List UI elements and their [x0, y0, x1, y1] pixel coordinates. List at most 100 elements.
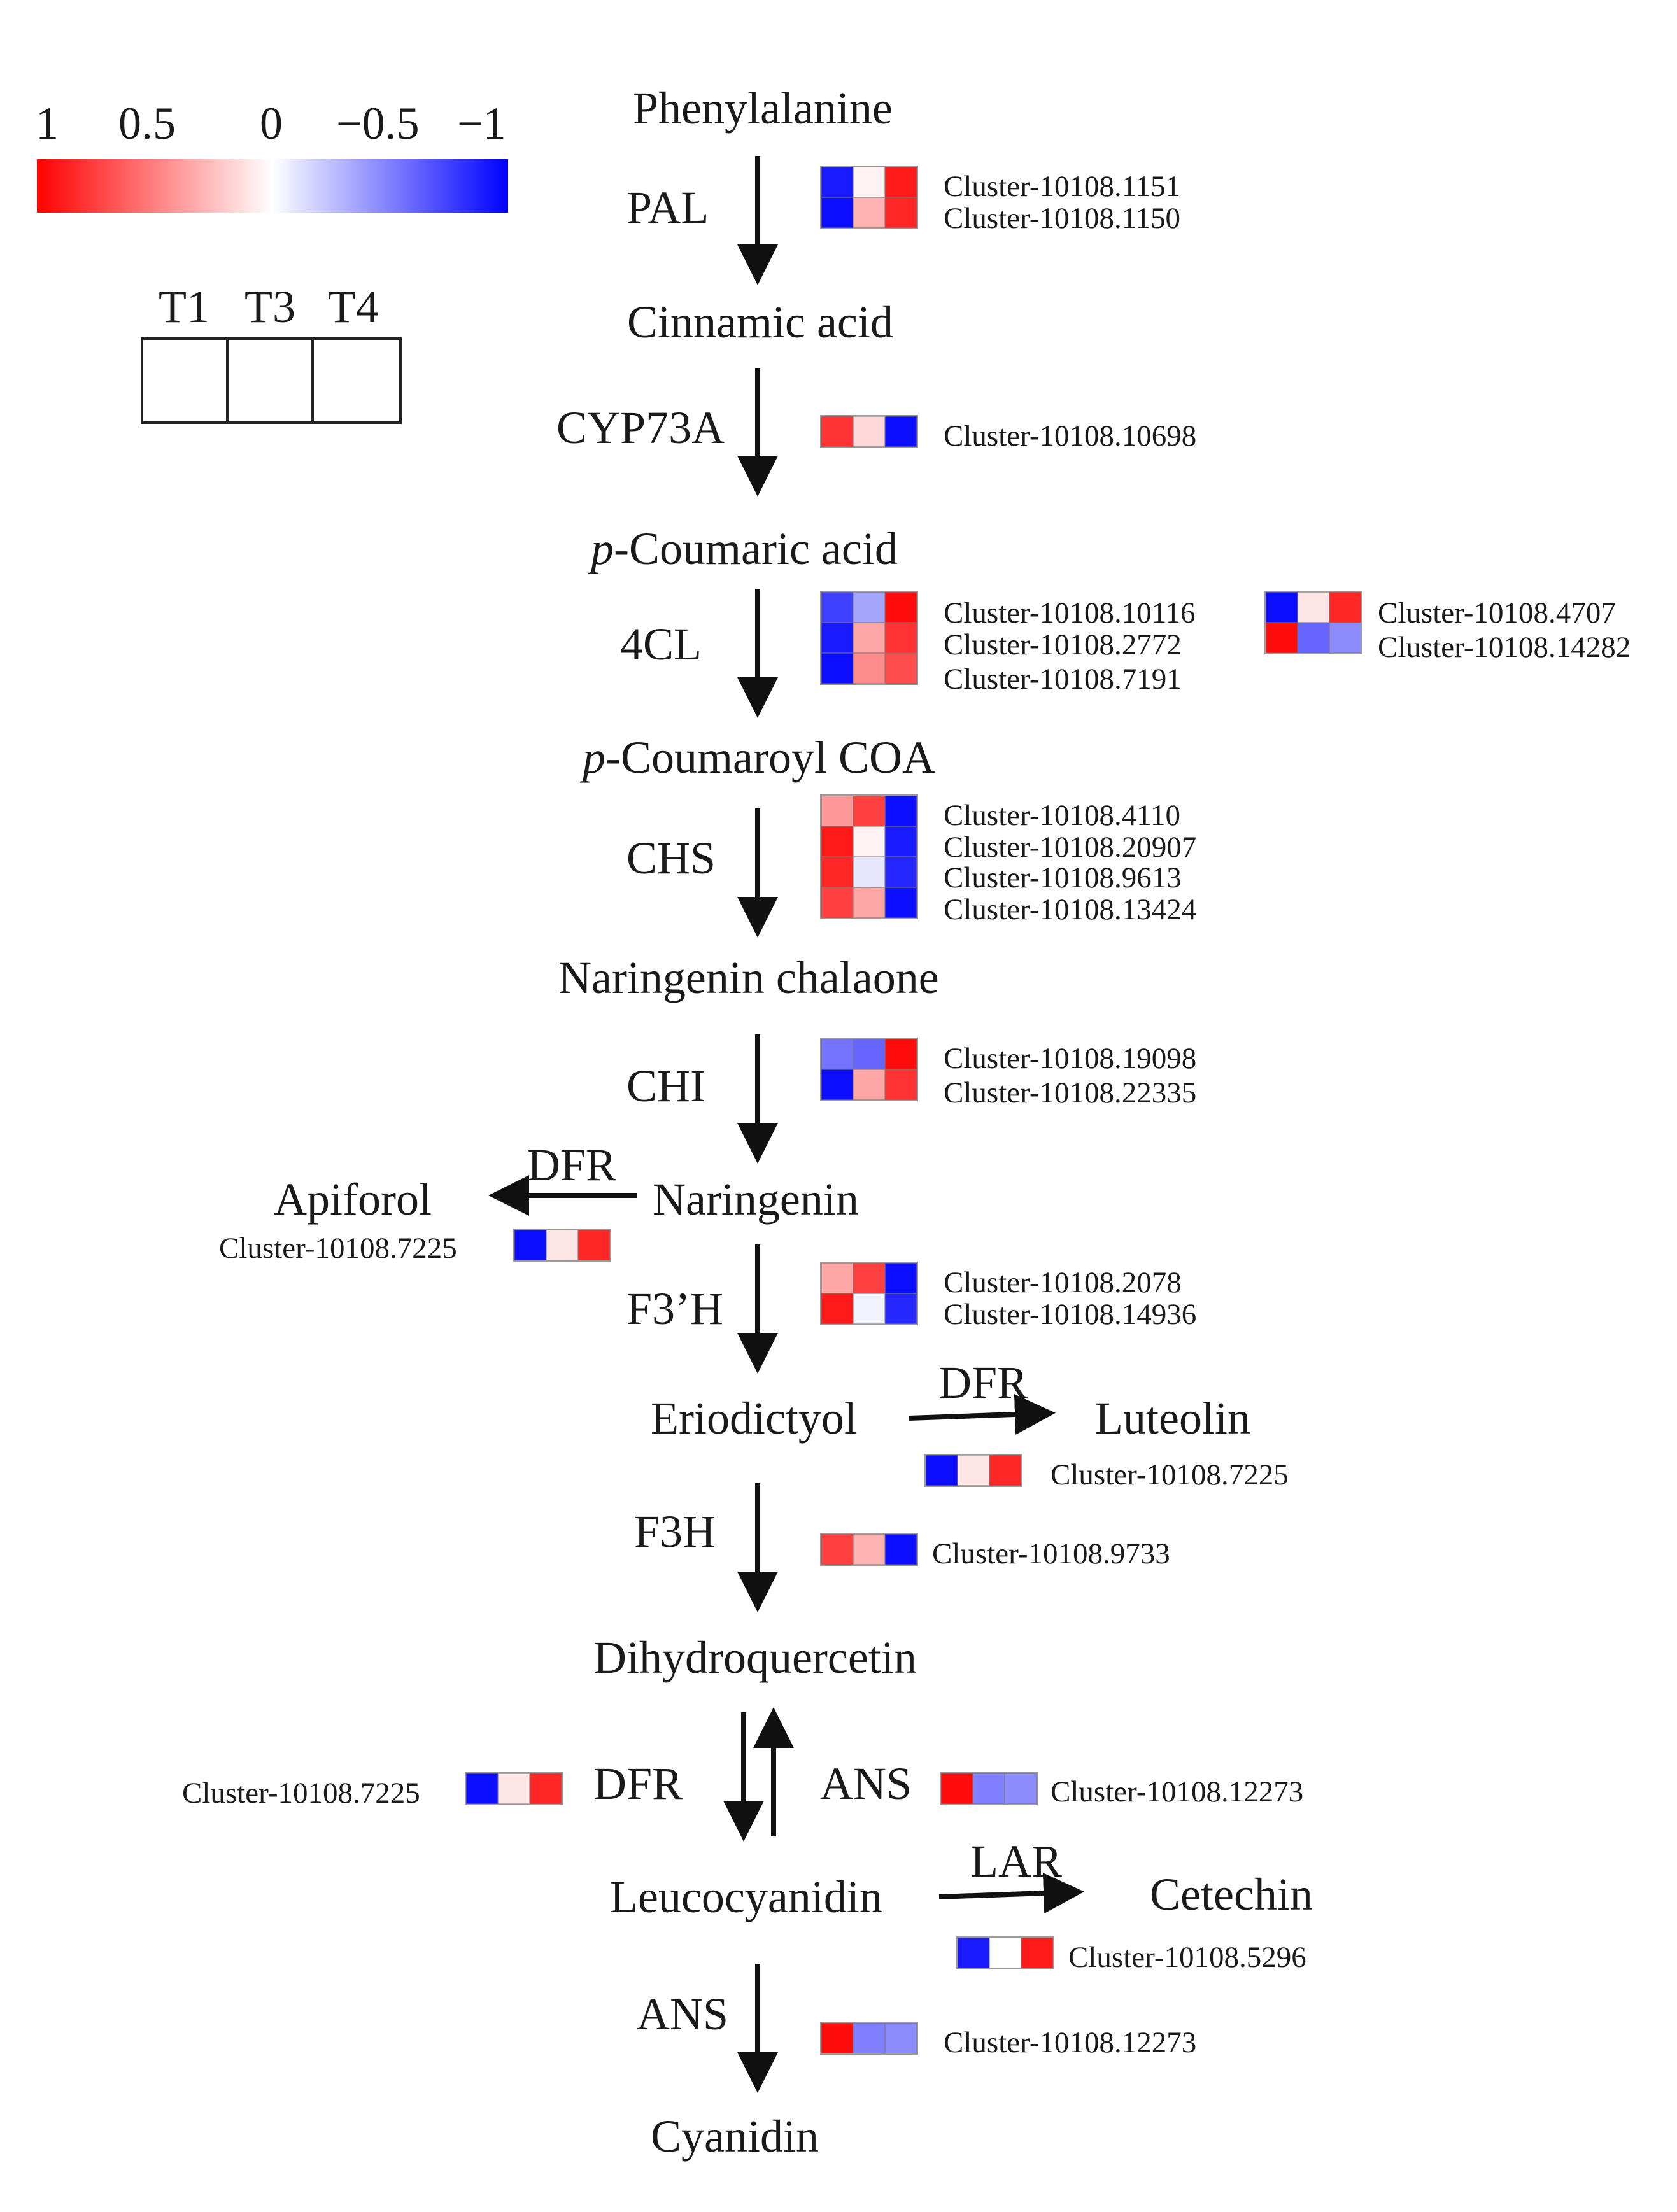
gene-label: Cluster-10108.14282: [1378, 631, 1631, 664]
metabolite-eriodictyol: Eriodictyol: [651, 1393, 857, 1444]
arrow-dfr-luteolin: [909, 1394, 1056, 1435]
heatmap-cell-dfr_leuco-r0-t1: [466, 1773, 498, 1804]
gene-label: Cluster-10108.9733: [932, 1537, 1170, 1570]
heatmap-cell-f3h_prime-r1-t4: [885, 1293, 917, 1324]
heatmap-cell-4cl_a-r2-t4: [885, 653, 917, 684]
heatmap-cell-f3h_prime-r1-t3: [853, 1293, 885, 1324]
enzyme-f3h: F3H: [634, 1506, 716, 1557]
heatmap-cell-4cl_b-r1-t4: [1329, 623, 1361, 653]
heatmap-cell-4cl_b-r0-t1: [1266, 592, 1298, 623]
heatmap-dfr-leuco: [465, 1772, 563, 1805]
heatmap-cell-f3h-r0-t4: [885, 1534, 917, 1565]
gene-label: Cluster-10108.14936: [944, 1298, 1197, 1331]
heatmap-cell-4cl_a-r0-t4: [885, 592, 917, 623]
legend-cell-t3: [229, 340, 314, 421]
heatmap-cell-4cl_a-r1-t3: [853, 623, 885, 653]
heatmap-cell-f3h_prime-r0-t3: [853, 1263, 885, 1293]
sample-legend-box: [141, 337, 402, 424]
gene-label: Cluster-10108.22335: [944, 1076, 1197, 1110]
gene-label: Cluster-10108.4707: [1378, 596, 1616, 630]
heatmap-cell-f3h-r0-t3: [853, 1534, 885, 1565]
heatmap-cell-chi-r0-t4: [885, 1039, 917, 1069]
heatmap-cell-ans_reverse-r0-t1: [941, 1773, 973, 1804]
heatmap-cell-dfr_luteolin-r0-t3: [958, 1455, 989, 1486]
heatmap-cell-chs-r3-t4: [885, 887, 917, 918]
heatmap-cell-ans_cyanidin-r0-t1: [821, 2023, 853, 2053]
metabolite-naringenin-chalaone: Naringenin chalaone: [558, 952, 939, 1003]
heatmap-cell-pal-r1-t1: [821, 197, 853, 228]
legend-col-t3: T3: [244, 281, 295, 332]
heatmap-cell-4cl_a-r0-t3: [853, 592, 885, 623]
heatmap-cell-chs-r0-t4: [885, 796, 917, 826]
heatmap-cell-pal-r0-t4: [885, 167, 917, 197]
metabolite-cinnamic-acid: Cinnamic acid: [627, 297, 893, 348]
heatmap-cell-4cl_a-r1-t4: [885, 623, 917, 653]
heatmap-cell-cyp73a-r0-t3: [853, 416, 885, 447]
heatmap-cyp73a: [820, 415, 918, 448]
heatmap-cell-ans_reverse-r0-t3: [973, 1773, 1005, 1804]
metabolite-cetechin: Cetechin: [1150, 1869, 1313, 1920]
heatmap-cell-4cl_a-r2-t1: [821, 653, 853, 684]
gene-label: Cluster-10108.2772: [944, 628, 1182, 661]
heatmap-f3h: [820, 1533, 918, 1566]
gene-label: Cluster-10108.13424: [944, 893, 1197, 926]
heatmap-4cl-b: [1264, 591, 1362, 654]
gene-label: Cluster-10108.19098: [944, 1042, 1197, 1075]
metabolite-cyanidin: Cyanidin: [651, 2111, 819, 2162]
gene-label: Cluster-10108.10116: [944, 596, 1196, 630]
enzyme-ans-reverse: ANS: [820, 1758, 912, 1809]
heatmap-cell-cyp73a-r0-t1: [821, 416, 853, 447]
heatmap-cell-dfr_luteolin-r0-t4: [989, 1455, 1021, 1486]
scale-label-neg1: −1: [457, 98, 506, 149]
heatmap-cell-ans_cyanidin-r0-t3: [853, 2023, 885, 2053]
gene-label: Cluster-10108.12273: [1051, 1775, 1304, 1808]
scale-label-0.5: 0.5: [118, 98, 176, 149]
heatmap-cell-4cl_b-r0-t3: [1298, 592, 1329, 623]
heatmap-chs: [820, 794, 918, 919]
heatmap-cell-chi-r1-t3: [853, 1069, 885, 1100]
p-prefix: p: [583, 732, 605, 783]
metabolite-leucocyanidin: Leucocyanidin: [610, 1871, 882, 1922]
heatmap-cell-chi-r1-t4: [885, 1069, 917, 1100]
gene-label: Cluster-10108.1151: [944, 170, 1180, 203]
heatmap-cell-4cl_a-r2-t3: [853, 653, 885, 684]
heatmap-cell-ans_cyanidin-r0-t4: [885, 2023, 917, 2053]
scale-label-1: 1: [36, 98, 59, 149]
heatmap-cell-dfr_leuco-r0-t4: [530, 1773, 562, 1804]
color-scale-bar: [37, 159, 508, 213]
heatmap-cell-4cl_a-r1-t1: [821, 623, 853, 653]
gene-label: Cluster-10108.4110: [944, 799, 1180, 832]
heatmap-ans-reverse: [940, 1772, 1038, 1805]
enzyme-chs: CHS: [626, 833, 716, 884]
heatmap-4cl-a: [820, 591, 918, 685]
heatmap-lar: [956, 1936, 1054, 1969]
heatmap-cell-chs-r1-t4: [885, 826, 917, 857]
heatmap-cell-4cl_b-r1-t1: [1266, 623, 1298, 653]
enzyme-f3h-prime: F3’H: [626, 1283, 724, 1334]
heatmap-cell-pal-r0-t3: [853, 167, 885, 197]
gene-label: Cluster-10108.7225: [219, 1232, 457, 1265]
enzyme-cyp73a: CYP73A: [556, 402, 725, 453]
heatmap-cell-chs-r2-t4: [885, 857, 917, 887]
legend-col-t4: T4: [328, 281, 379, 332]
heatmap-cell-cyp73a-r0-t4: [885, 416, 917, 447]
enzyme-4cl: 4CL: [620, 619, 702, 670]
heatmap-pal: [820, 166, 918, 229]
heatmap-cell-pal-r1-t4: [885, 197, 917, 228]
heatmap-cell-chi-r1-t1: [821, 1069, 853, 1100]
scale-label-neg0.5: −0.5: [336, 98, 420, 149]
enzyme-dfr-luteolin: DFR: [938, 1357, 1028, 1408]
heatmap-cell-chi-r0-t1: [821, 1039, 853, 1069]
arrow-lar: [938, 1873, 1084, 1914]
gene-label: Cluster-10108.7191: [944, 663, 1182, 696]
heatmap-ans-cyanidin: [820, 2022, 918, 2055]
enzyme-chi: CHI: [626, 1060, 705, 1111]
heatmap-chi: [820, 1038, 918, 1101]
coumaric-rest: -Coumaric acid: [614, 523, 898, 574]
heatmap-cell-chi-r0-t3: [853, 1039, 885, 1069]
heatmap-cell-pal-r1-t3: [853, 197, 885, 228]
legend-cell-t1: [143, 340, 229, 421]
heatmap-cell-f3h_prime-r1-t1: [821, 1293, 853, 1324]
metabolite-p-coumaroyl-coa: p-Coumaroyl COA: [583, 735, 935, 780]
